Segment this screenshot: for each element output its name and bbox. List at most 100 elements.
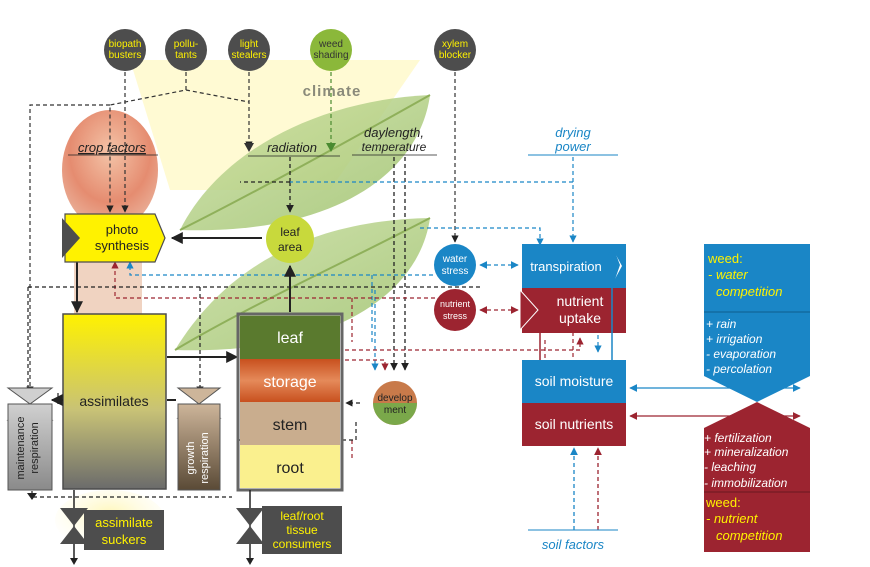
nutrient-stress-circle	[434, 289, 476, 331]
maintenance-valve-top	[6, 387, 54, 405]
crop-factors-glow	[62, 110, 158, 230]
water-panel-box	[704, 244, 810, 376]
consumers-valve-top	[236, 508, 264, 526]
nutrient-panel-box	[704, 428, 810, 552]
daylength-links	[390, 157, 409, 371]
consumers-valve-bottom	[236, 526, 264, 544]
nutr-item-mineralization: + mineralization	[704, 445, 789, 459]
soil-factors-label: soil factors	[542, 537, 605, 552]
development-line1: develop	[377, 393, 412, 404]
daylength-line1: daylength,	[364, 125, 424, 140]
development-half	[373, 403, 417, 425]
suckers-line1: assimilate	[95, 515, 153, 530]
photosynthesis-node: photo synthesis	[62, 213, 166, 263]
organ-root-box	[240, 445, 340, 488]
soil-nutrients-label: soil nutrients	[535, 416, 614, 432]
panel-valve	[704, 376, 810, 428]
water-stress-line2: stress	[442, 266, 469, 277]
soil-nutrients-node: soil nutrients	[522, 403, 626, 446]
weed-shading-line1: weed	[318, 39, 343, 50]
panel-valve-top	[704, 376, 810, 402]
maintenance-box	[7, 403, 53, 491]
assimilates-label: assimilates	[79, 393, 148, 409]
nutrient-uptake-valve	[519, 288, 539, 332]
nutrient-stress-line1: nutrient	[440, 299, 471, 309]
organ-leaf-label: leaf	[277, 330, 303, 347]
growth-line2: respiration	[199, 432, 211, 483]
growth-respiration-node: growth respiration	[176, 387, 222, 491]
maintenance-line1: maintenance	[15, 417, 27, 480]
development-node: develop ment	[373, 381, 417, 425]
organ-storage-label: storage	[263, 374, 316, 391]
pollutants-line1: pollu-	[174, 39, 198, 50]
background-art	[55, 60, 431, 550]
maintenance-bottom-arrow	[27, 493, 37, 500]
transpiration-node: transpiration	[522, 244, 626, 288]
leaf-area-line1: leaf	[280, 225, 300, 239]
nutr-sub-line2: competition	[716, 528, 782, 543]
factor-xylem-blocker: xylem blocker	[434, 29, 476, 71]
pollutants-line2: tants	[175, 50, 197, 61]
water-sub-line2: competition	[716, 284, 782, 299]
factor-links	[26, 72, 459, 394]
pollutants-circle	[165, 29, 207, 71]
water-stress-node: water stress	[434, 244, 476, 286]
soil-moisture-label: soil moisture	[535, 373, 614, 389]
nutrient-uptake-line1: nutrient	[557, 293, 604, 309]
consumers-line3: consumers	[273, 537, 332, 551]
assimilate-suckers-node: assimilate suckers	[60, 490, 164, 565]
nutr-head: weed:	[705, 495, 741, 510]
nutrient-stress-line2: stress	[443, 311, 468, 321]
xylem-line2: blocker	[439, 50, 472, 61]
suckers-valve-bottom	[60, 526, 88, 544]
panel-valve-bottom	[704, 402, 810, 428]
photosynthesis-valve	[62, 218, 80, 258]
light-circle	[228, 29, 270, 71]
transpiration-label: transpiration	[530, 259, 602, 274]
growth-line1: growth	[185, 441, 197, 474]
leaf-area-line2: area	[278, 240, 302, 254]
stress-links	[479, 261, 519, 314]
nutrient-uptake-node: nutrient uptake	[519, 288, 626, 333]
water-item-percolation: - percolation	[706, 362, 772, 376]
leaf-area-circle	[266, 215, 314, 263]
nutr-item-fertilization: + fertilization	[704, 431, 772, 445]
weed-shading-arrowhead	[326, 143, 336, 152]
leaf-bottom-vein	[174, 217, 431, 351]
suckers-line2: suckers	[102, 532, 147, 547]
nutrient-uptake-line2: uptake	[559, 310, 601, 326]
nutr-item-immobilization: - immobilization	[704, 476, 788, 490]
nutrient-stress-node: nutrient stress	[434, 289, 476, 331]
radiation-links	[240, 157, 290, 212]
suckers-valve-top	[60, 508, 88, 526]
suckers-box	[84, 510, 164, 550]
soil-nutrients-box	[522, 403, 626, 446]
assimilates-box	[62, 313, 167, 490]
daylength-line2: temperature	[362, 140, 427, 154]
development-line2: ment	[384, 405, 406, 416]
water-panel: weed: - water competition + rain + irrig…	[704, 244, 810, 376]
consumers-line1: leaf/root	[280, 509, 324, 523]
water-stress-line1: water	[442, 254, 468, 265]
water-stress-circle	[434, 244, 476, 286]
photosynthesis-line1: photo	[106, 222, 139, 237]
organ-storage-box	[240, 359, 340, 402]
factor-light-stealers: light stealers	[228, 29, 270, 71]
weed-shading-circle	[310, 29, 352, 71]
consumers-line2: tissue	[286, 523, 318, 537]
biopath-line2: busters	[109, 50, 142, 61]
water-head: weed:	[707, 251, 743, 266]
light-line1: light	[240, 39, 259, 50]
photosynthesis-line2: synthesis	[95, 238, 150, 253]
water-item-irrigation: + irrigation	[706, 332, 763, 346]
xylem-circle	[434, 29, 476, 71]
assimilates-node: assimilates	[62, 313, 167, 490]
water-sub-line1: - water	[708, 267, 748, 282]
soil-moisture-box	[522, 360, 626, 403]
weed-shading-line2: shading	[313, 50, 348, 61]
factor-weed-shading: weed shading	[310, 29, 352, 71]
crop-factors-label: crop factors	[78, 140, 146, 155]
organ-root-label: root	[276, 460, 304, 477]
organs-frame	[236, 312, 344, 492]
